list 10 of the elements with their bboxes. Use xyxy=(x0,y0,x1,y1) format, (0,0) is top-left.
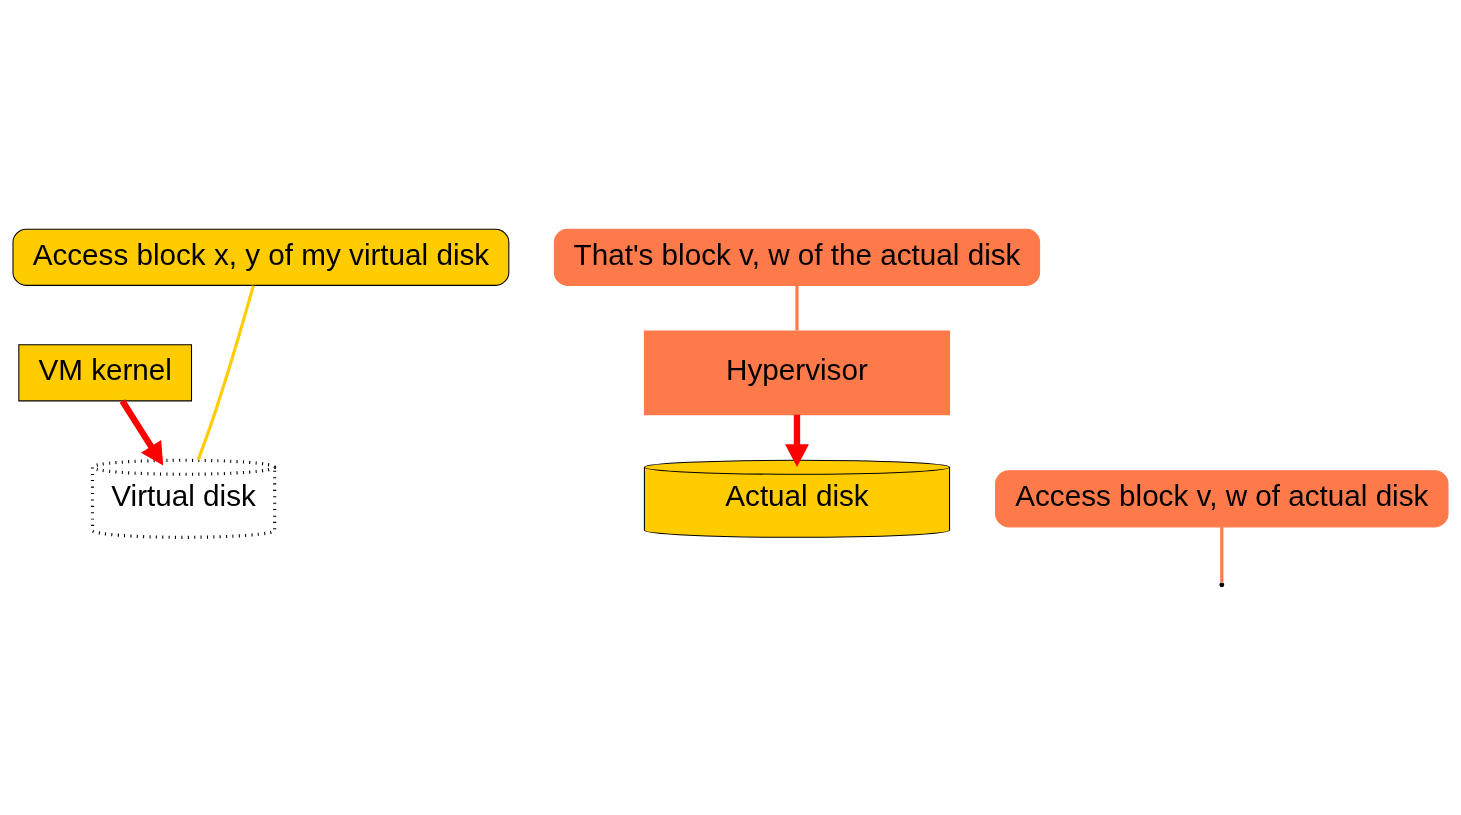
node-box: VM kernel xyxy=(18,343,193,401)
node-box: That's block v, w of the actual disk xyxy=(553,228,1041,286)
node-box: Hypervisor xyxy=(643,329,951,415)
connector xyxy=(196,284,255,460)
arrow xyxy=(785,414,809,467)
arrow xyxy=(119,398,164,466)
connector xyxy=(795,285,799,331)
connector xyxy=(1220,526,1224,582)
node-box: Access block x, y of my virtual disk xyxy=(12,228,510,286)
node-box: Access block v, w of actual disk xyxy=(995,469,1449,527)
